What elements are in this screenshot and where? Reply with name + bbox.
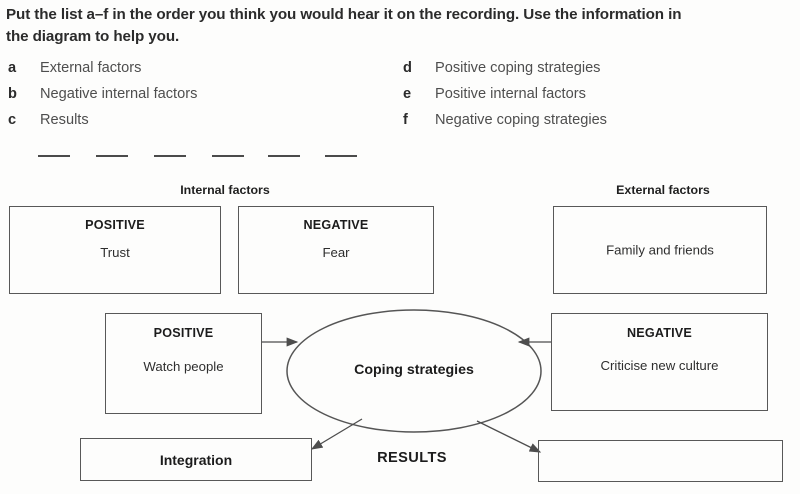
option-label-c: Results <box>40 112 89 128</box>
box-body: Fear <box>322 245 350 260</box>
answer-blank-2[interactable] <box>96 155 128 157</box>
option-label-b: Negative internal factors <box>40 86 198 102</box>
answer-blank-5[interactable] <box>268 155 300 157</box>
box-body: Trust <box>100 245 130 260</box>
option-label-e: Positive internal factors <box>435 86 586 102</box>
answer-blank-1[interactable] <box>38 155 70 157</box>
option-letter-b: b <box>8 86 17 102</box>
box-coping-positive: POSITIVE Watch people <box>105 313 262 414</box>
ellipse-label: Coping strategies <box>354 362 474 378</box>
results-label: RESULTS <box>377 450 447 466</box>
list-item: f Negative coping strategies <box>403 112 607 138</box>
arrow-coping-to-integration <box>310 418 363 450</box>
box-title: POSITIVE <box>153 326 214 340</box>
answer-blank-3[interactable] <box>154 155 186 157</box>
group-label-external-factors: External factors <box>616 183 710 197</box>
box-internal-negative: NEGATIVE Fear <box>238 206 434 294</box>
option-list-right: d Positive coping strategies e Positive … <box>403 60 607 138</box>
option-letter-f: f <box>403 112 408 128</box>
box-coping-negative: NEGATIVE Criticise new culture <box>551 313 768 411</box>
box-title: NEGATIVE <box>303 218 369 232</box>
option-label-a: External factors <box>40 60 142 76</box>
box-internal-positive: POSITIVE Trust <box>9 206 221 294</box>
list-item: d Positive coping strategies <box>403 60 607 86</box>
answer-line-row <box>38 148 357 164</box>
option-letter-e: e <box>403 86 412 102</box>
option-letter-c: c <box>8 112 17 128</box>
option-letter-d: d <box>403 60 412 76</box>
option-letter-a: a <box>8 60 17 76</box>
option-list-left: a External factors b Negative internal f… <box>8 60 197 138</box>
box-result-integration: Integration <box>80 438 312 481</box>
list-item: e Positive internal factors <box>403 86 607 112</box>
option-label-f: Negative coping strategies <box>435 112 607 128</box>
list-item: c Results <box>8 112 197 138</box>
box-body: Criticise new culture <box>600 358 719 373</box>
box-result-empty[interactable] <box>538 440 783 482</box>
box-title: POSITIVE <box>85 218 145 232</box>
box-body: Integration <box>159 451 233 468</box>
box-external-top: Family and friends <box>553 206 767 294</box>
instruction-text: Put the list a–f in the order you think … <box>6 6 682 45</box>
coping-strategies-ellipse <box>286 309 542 433</box>
group-label-internal-factors: Internal factors <box>180 183 270 197</box>
list-item: b Negative internal factors <box>8 86 197 112</box>
answer-blank-4[interactable] <box>212 155 244 157</box>
box-body: Family and friends <box>606 242 714 258</box>
list-item: a External factors <box>8 60 197 86</box>
answer-blank-6[interactable] <box>325 155 357 157</box>
box-body: Watch people <box>143 359 224 374</box>
arrow-coping-to-result-right <box>476 420 542 453</box>
box-title: NEGATIVE <box>626 326 693 340</box>
option-label-d: Positive coping strategies <box>435 60 601 76</box>
